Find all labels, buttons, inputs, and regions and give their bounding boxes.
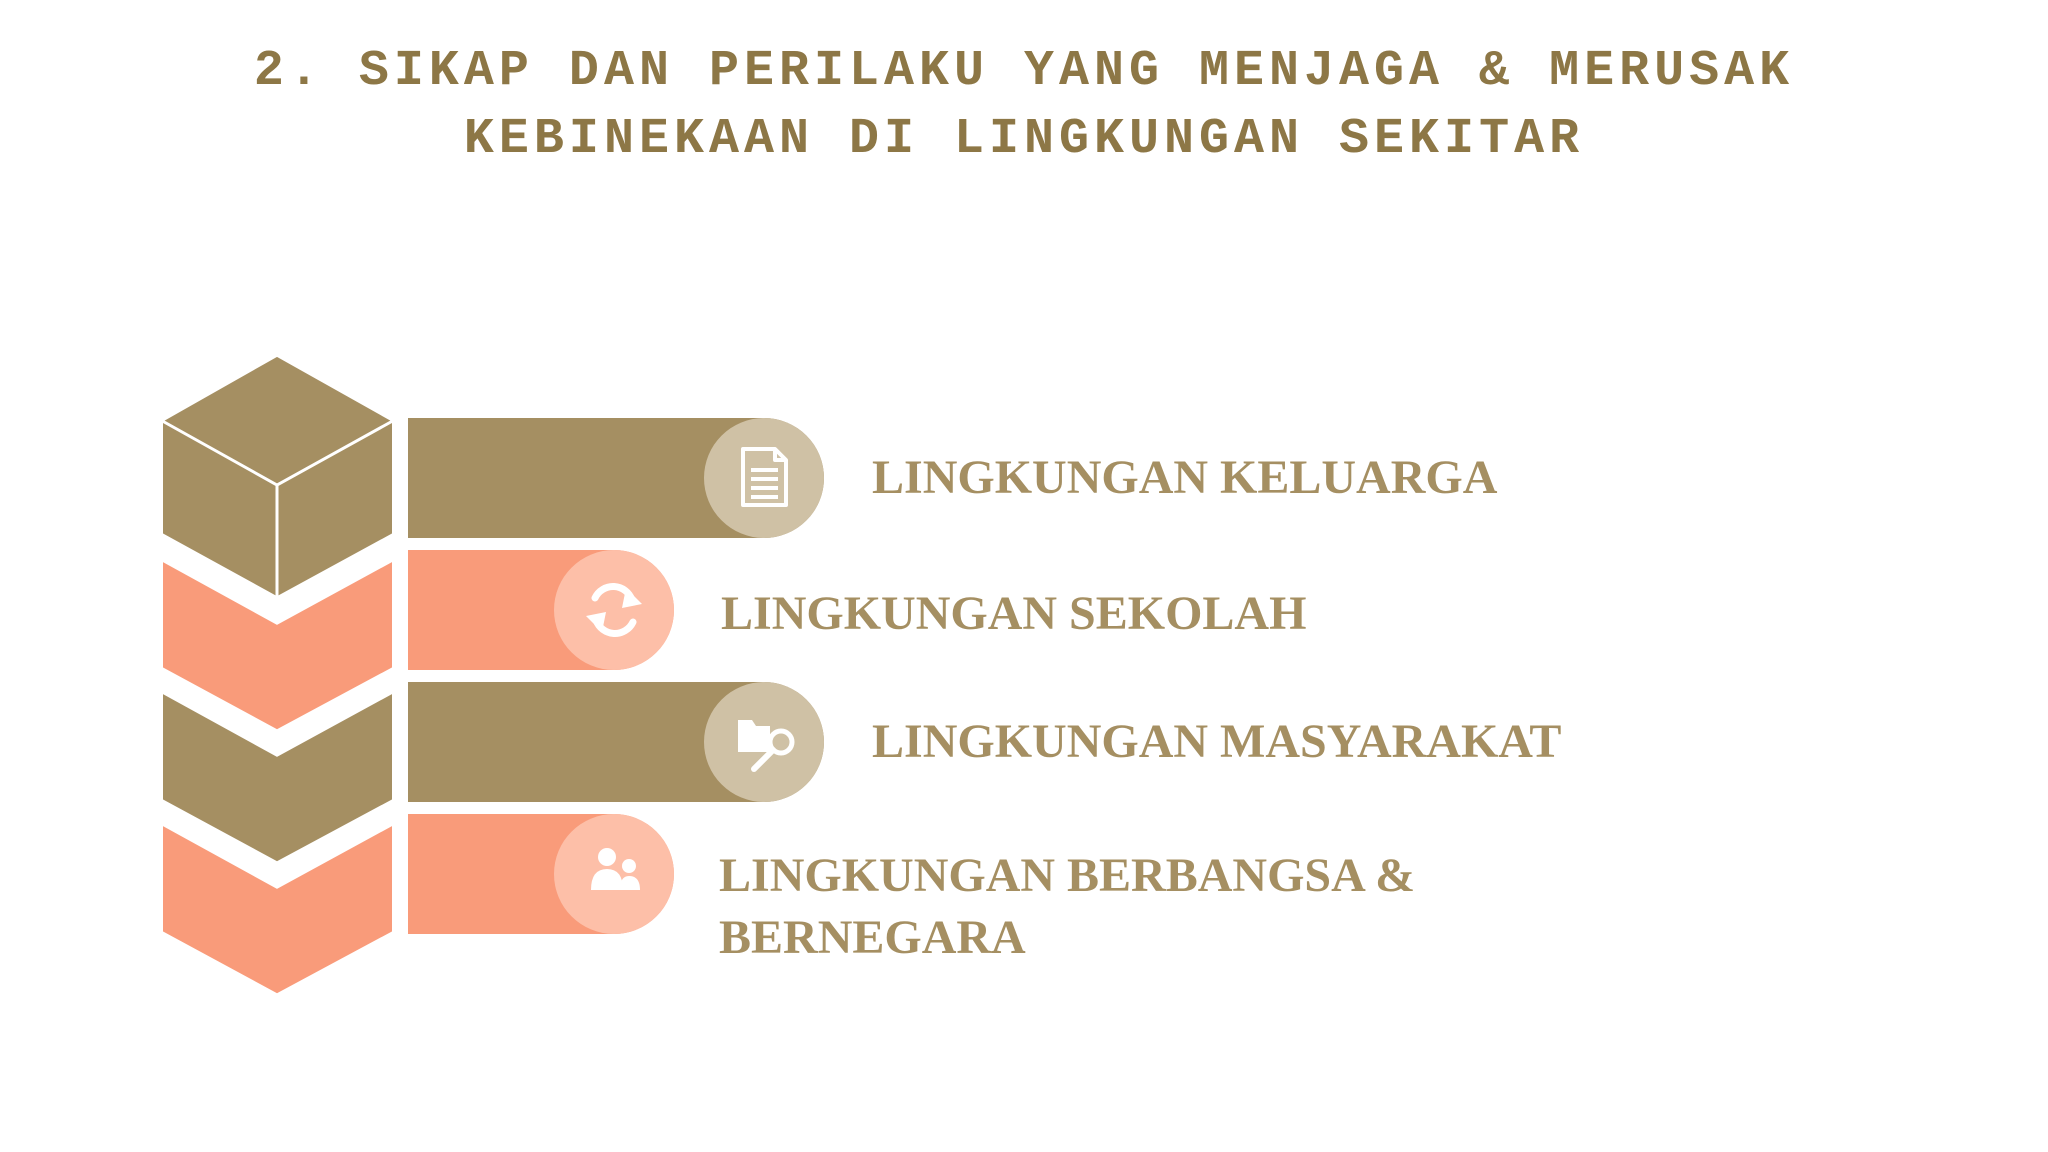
document-icon bbox=[741, 447, 788, 507]
item-label-3: LINGKUNGAN MASYARAKAT bbox=[872, 715, 1562, 768]
refresh-icon bbox=[586, 583, 642, 637]
item-label-2: LINGKUNGAN SEKOLAH bbox=[721, 587, 1307, 640]
icon-circle-2 bbox=[554, 550, 674, 670]
slide-title: 2. SIKAP DAN PERILAKU YANG MENJAGA & MER… bbox=[0, 38, 2048, 174]
item-label-4-line-1: LINGKUNGAN BERBANGSA & bbox=[719, 849, 1416, 902]
slide-title-line-1: 2. SIKAP DAN PERILAKU YANG MENJAGA & MER… bbox=[253, 43, 1795, 100]
users-icon bbox=[591, 848, 640, 890]
item-label-1: LINGKUNGAN KELUARGA bbox=[872, 451, 1498, 504]
chevron-block-4 bbox=[151, 805, 404, 1007]
cube-top-block bbox=[151, 343, 404, 610]
folder-search-icon bbox=[738, 720, 795, 772]
item-label-4: LINGKUNGAN BERBANGSA & BERNEGARA bbox=[719, 845, 1415, 969]
item-label-4-line-2: BERNEGARA bbox=[719, 911, 1026, 964]
chevron-block-3 bbox=[151, 673, 404, 875]
slide-title-line-2: KEBINEKAAN DI LINGKUNGAN SEKITAR bbox=[463, 111, 1585, 168]
chevron-block-2 bbox=[151, 541, 404, 743]
